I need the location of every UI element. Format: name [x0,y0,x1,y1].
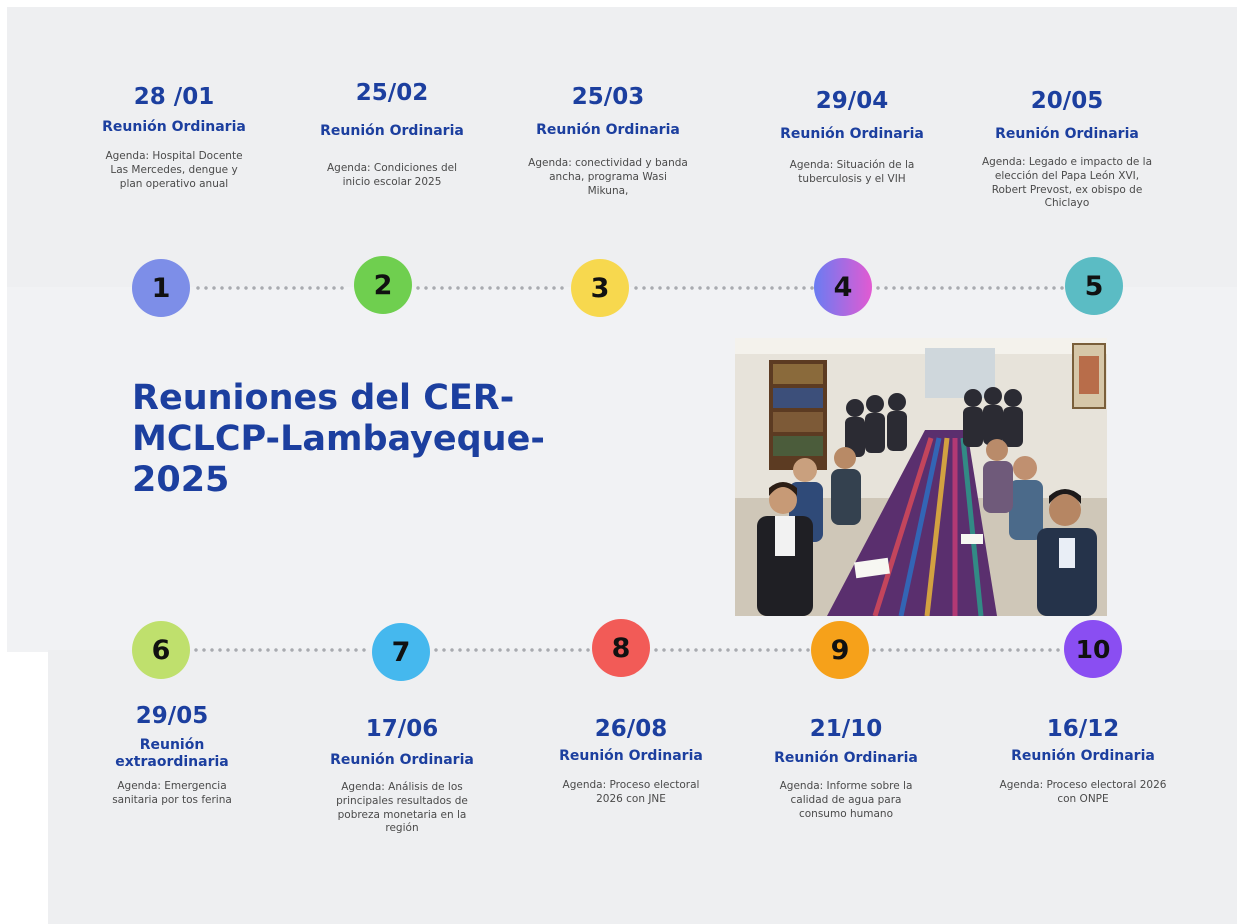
timeline-node-9: 9 [811,621,869,679]
meeting-agenda: Agenda: Proceso electoral 2026 con ONPE [999,779,1167,805]
connector-2-3 [414,286,568,290]
meeting-type: Reunión Ordinaria [780,126,924,143]
meeting-photo-illustration [735,338,1107,616]
meeting-type: Reunión Ordinaria [320,123,464,140]
meeting-date: 16/12 [1046,716,1120,742]
bottom-band [48,650,1237,924]
meeting-entry-8: 26/08 Reunión Ordinaria Agenda: Proceso … [536,716,726,807]
meeting-agenda: Agenda: conectividad y banda ancha, prog… [528,157,688,197]
timeline-node-2: 2 [354,256,412,314]
meeting-agenda: Agenda: Informe sobre la calidad de agua… [779,780,913,820]
meeting-type: Reunión Ordinaria [536,122,680,139]
meeting-agenda: Agenda: Emergencia sanitaria por tos fer… [112,780,232,806]
meeting-date: 29/04 [815,88,889,114]
connector-6-7 [192,648,370,652]
meeting-entry-5: 20/05 Reunión Ordinaria Agenda: Legado e… [972,88,1162,211]
meeting-type: Reunión Ordinaria [559,748,703,765]
meeting-date: 21/10 [809,716,883,742]
meeting-agenda: Agenda: Hospital Docente Las Mercedes, d… [105,150,243,190]
meeting-entry-2: 25/02 Reunión Ordinaria Agenda: Condicio… [297,80,487,190]
timeline-node-8: 8 [592,619,650,677]
meeting-date: 20/05 [1030,88,1104,114]
meeting-entry-7: 17/06 Reunión Ordinaria Agenda: Análisis… [307,716,497,836]
meeting-date: 28 /01 [133,84,215,110]
meeting-type: Reunión Ordinaria [102,119,246,136]
connector-3-4 [632,286,814,290]
meeting-type: Reunión Ordinaria [330,752,474,769]
connector-1-2 [194,286,348,290]
timeline-node-10: 10 [1064,620,1122,678]
meeting-date: 29/05 [135,703,209,729]
connector-9-10 [870,648,1062,652]
top-band [7,7,1237,287]
meeting-date: 25/02 [355,80,429,106]
connector-4-5 [874,286,1064,290]
meeting-agenda: Agenda: Condiciones del inicio escolar 2… [326,162,457,188]
meeting-entry-9: 21/10 Reunión Ordinaria Agenda: Informe … [751,716,941,821]
meeting-agenda: Agenda: Proceso electoral 2026 con JNE [562,779,700,805]
meeting-entry-1: 28 /01 Reunión Ordinaria Agenda: Hospita… [79,84,269,191]
meeting-type: Reunión Ordinaria [995,126,1139,143]
timeline-node-4: 4 [814,258,872,316]
meeting-date: 17/06 [365,716,439,742]
meeting-type: Reunión extraordinaria [115,737,229,771]
meeting-date: 25/03 [571,84,645,110]
connector-7-8 [432,648,590,652]
timeline-node-5: 5 [1065,257,1123,315]
timeline-node-6: 6 [132,621,190,679]
meeting-entry-6: 29/05 Reunión extraordinaria Agenda: Eme… [77,703,267,807]
meeting-date: 26/08 [594,716,668,742]
meeting-entry-10: 16/12 Reunión Ordinaria Agenda: Proceso … [988,716,1178,807]
timeline-node-7: 7 [372,623,430,681]
meeting-type: Reunión Ordinaria [1011,748,1155,765]
page-title: Reuniones del CER-MCLCP-Lambayeque-2025 [132,378,545,500]
timeline-node-3: 3 [571,259,629,317]
meeting-entry-4: 29/04 Reunión Ordinaria Agenda: Situació… [757,88,947,187]
meeting-agenda: Agenda: Análisis de los principales resu… [336,781,468,835]
meeting-entry-3: 25/03 Reunión Ordinaria Agenda: conectiv… [513,84,703,198]
meeting-type: Reunión Ordinaria [774,750,918,767]
connector-8-9 [652,648,810,652]
timeline-node-1: 1 [132,259,190,317]
meeting-agenda: Agenda: Situación de la tuberculosis y e… [789,159,915,185]
group-meeting-photo [735,338,1107,616]
meeting-agenda: Agenda: Legado e impacto de la elección … [981,156,1153,210]
